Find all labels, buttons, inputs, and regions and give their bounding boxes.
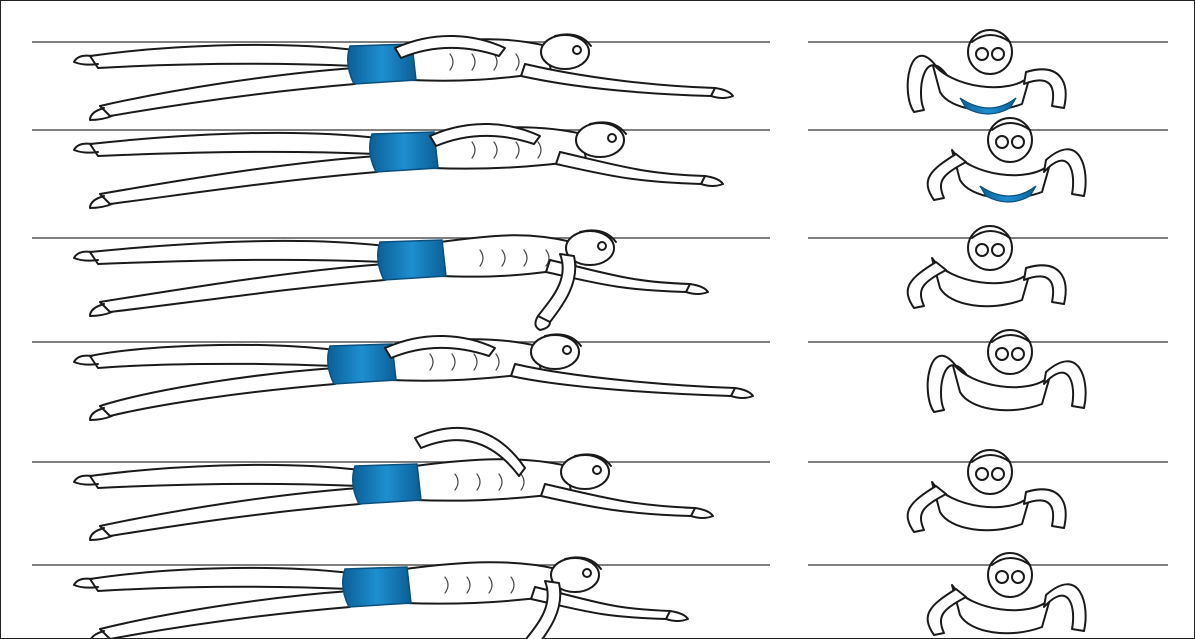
upper-leg <box>90 465 360 488</box>
right-arm <box>1044 149 1086 196</box>
side-view-swimmer <box>74 230 708 330</box>
swimsuit <box>353 464 421 504</box>
lower-leg <box>100 156 377 204</box>
side-view-swimmer <box>74 122 723 208</box>
side-view-swimmer <box>74 557 688 639</box>
head <box>968 30 1012 74</box>
swimsuit <box>378 240 446 280</box>
reaching-arm <box>521 64 715 96</box>
head <box>968 226 1012 270</box>
upper-leg <box>90 45 355 68</box>
stroke-phase-2 <box>32 118 1168 208</box>
head <box>576 123 624 157</box>
side-view-swimmer <box>74 334 753 420</box>
side-view-swimmer <box>74 34 733 120</box>
stroke-phase-3 <box>32 226 1168 330</box>
lower-leg <box>100 68 355 116</box>
head <box>988 553 1032 597</box>
head <box>968 450 1012 494</box>
swimsuit <box>343 567 411 607</box>
head <box>531 335 579 369</box>
upper-leg <box>90 568 350 591</box>
side-view-swimmer <box>74 428 713 540</box>
right-arm <box>1044 361 1086 408</box>
swimsuit <box>370 132 438 172</box>
right-arm <box>1024 265 1066 304</box>
head <box>541 35 589 69</box>
lower-leg <box>100 368 335 416</box>
right-arm <box>1024 69 1066 108</box>
right-arm <box>1044 584 1086 631</box>
lower-leg <box>100 264 385 312</box>
reaching-arm <box>556 152 705 184</box>
reaching-arm <box>541 484 695 516</box>
upper-leg <box>90 345 335 368</box>
stroke-phase-1 <box>32 30 1168 120</box>
stroke-phase-5 <box>32 428 1168 540</box>
lower-leg <box>100 488 360 536</box>
stroke-phase-4 <box>32 330 1168 420</box>
stroke-phase-6 <box>32 553 1168 639</box>
upper-leg <box>90 133 377 156</box>
head <box>988 118 1032 162</box>
upper-leg <box>90 241 385 264</box>
lower-leg <box>100 591 350 639</box>
right-arm <box>1024 489 1066 528</box>
reaching-arm <box>511 364 735 396</box>
head <box>561 455 609 489</box>
head <box>988 330 1032 374</box>
